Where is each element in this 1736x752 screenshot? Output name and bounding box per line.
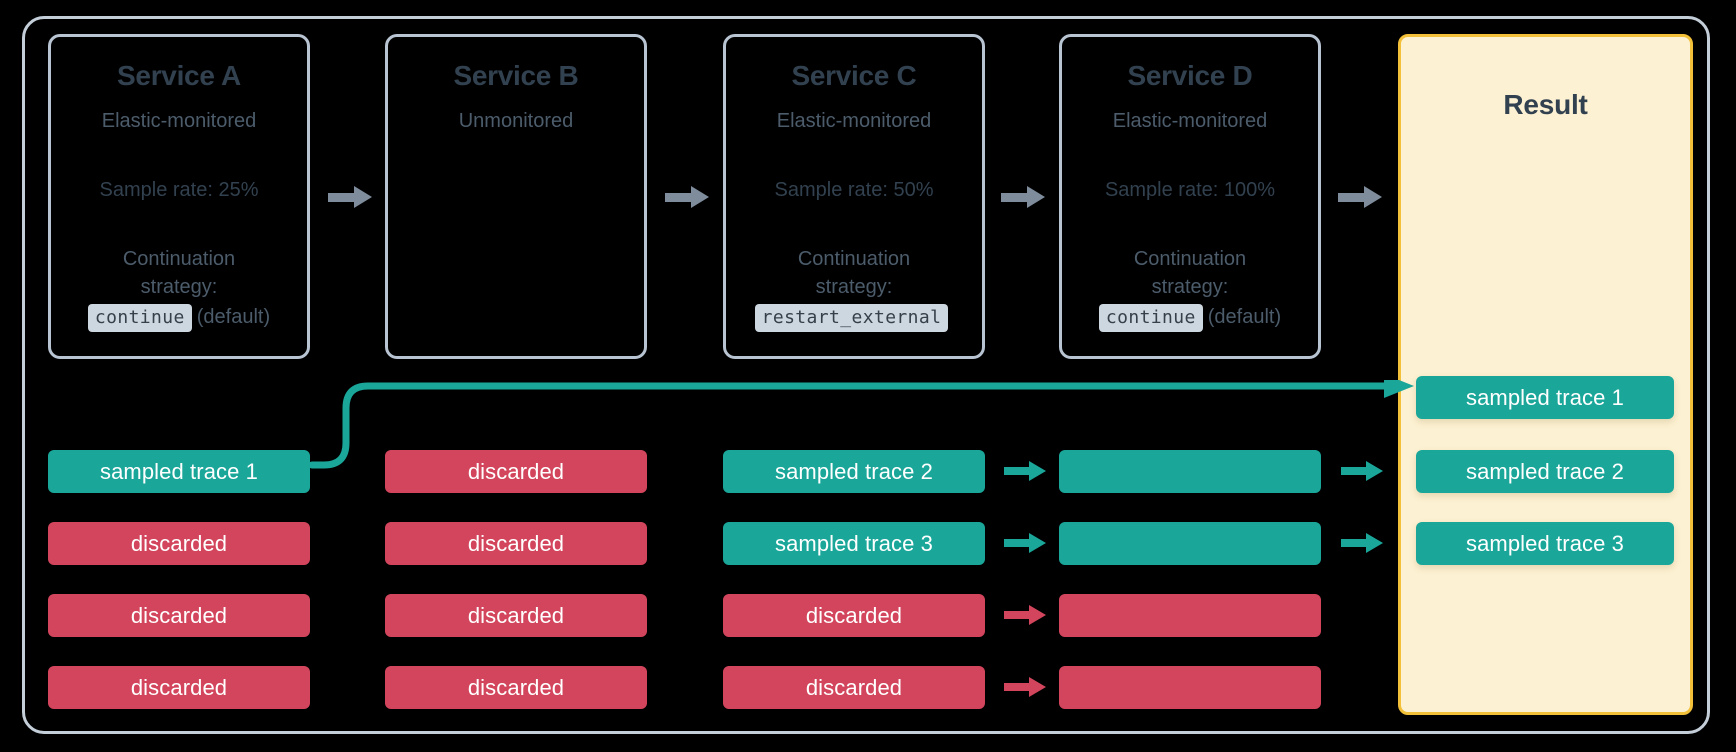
mini-arrow-d1-to-result2 <box>1341 461 1383 481</box>
arrow-head-icon <box>1029 605 1046 625</box>
service-c-strategy-value: restart_external <box>754 304 949 333</box>
service-c-monitoring: Elastic-monitored <box>776 109 932 132</box>
result-panel: Result <box>1398 34 1693 715</box>
trace-pill-a-3: discarded <box>48 594 310 637</box>
service-a-strategy: Continuation strategy: continue(default) <box>51 245 307 333</box>
arrow-shaft <box>665 193 693 202</box>
arrow-head-icon <box>1029 461 1046 481</box>
arrow-shaft <box>1004 611 1030 619</box>
service-a-strategy-label-1: Continuation <box>122 247 236 270</box>
arrow-shaft <box>1004 683 1030 691</box>
step-arrow-d-to-result <box>1338 186 1382 208</box>
trace-pill-b-4: discarded <box>385 666 647 709</box>
trace-pill-d-4 <box>1059 666 1321 709</box>
trace-pill-b-3: discarded <box>385 594 647 637</box>
arrow-head-icon <box>1029 533 1046 553</box>
service-b-title: Service B <box>453 60 579 91</box>
service-card-a: Service A Elastic-monitored Sample rate:… <box>48 34 310 359</box>
result-trace-pill-3: sampled trace 3 <box>1416 522 1674 565</box>
service-d-strategy-value: continue <box>1098 304 1203 333</box>
service-d-title: Service D <box>1127 60 1253 91</box>
mini-arrow-c3-to-d3 <box>1004 605 1046 625</box>
arrow-shaft <box>1338 193 1366 202</box>
arrow-head-icon <box>1366 533 1383 553</box>
trace-pill-a-4: discarded <box>48 666 310 709</box>
service-d-strategy-label-2: strategy: <box>1151 275 1229 298</box>
arrow-head-icon <box>1364 186 1382 208</box>
service-c-strategy-label-1: Continuation <box>797 247 911 270</box>
mini-arrow-c2-to-d2 <box>1004 533 1046 553</box>
trace-pill-d-1 <box>1059 450 1321 493</box>
step-arrow-b-to-c <box>665 186 709 208</box>
result-title: Result <box>1503 89 1588 120</box>
mini-arrow-d2-to-result3 <box>1341 533 1383 553</box>
service-c-strategy-label-2: strategy: <box>815 275 893 298</box>
trace-pill-b-2: discarded <box>385 522 647 565</box>
arrow-shaft <box>1001 193 1029 202</box>
arrow-head-icon <box>1029 677 1046 697</box>
service-d-strategy-note: (default) <box>1207 306 1282 329</box>
arrow-shaft <box>1004 467 1030 475</box>
arrow-shaft <box>328 193 356 202</box>
arrow-head-icon <box>1027 186 1045 208</box>
service-d-strategy-label-1: Continuation <box>1133 247 1247 270</box>
service-a-monitoring: Elastic-monitored <box>101 109 257 132</box>
mini-arrow-c1-to-d1 <box>1004 461 1046 481</box>
step-arrow-a-to-b <box>328 186 372 208</box>
result-trace-pill-2: sampled trace 2 <box>1416 450 1674 493</box>
trace-pill-d-3 <box>1059 594 1321 637</box>
service-a-title: Service A <box>117 60 241 91</box>
trace-pill-c-3: discarded <box>723 594 985 637</box>
service-card-b: Service B Unmonitored <box>385 34 647 359</box>
service-d-sample-rate: Sample rate: 100% <box>1104 178 1276 201</box>
arrow-head-icon <box>354 186 372 208</box>
service-d-monitoring: Elastic-monitored <box>1112 109 1268 132</box>
service-c-sample-rate: Sample rate: 50% <box>774 178 934 201</box>
trace-pill-a-1: sampled trace 1 <box>48 450 310 493</box>
service-a-strategy-label-2: strategy: <box>140 275 218 298</box>
service-b-monitoring: Unmonitored <box>458 109 574 132</box>
mini-arrow-c4-to-d4 <box>1004 677 1046 697</box>
result-trace-pill-1: sampled trace 1 <box>1416 376 1674 419</box>
service-d-strategy: Continuation strategy: continue(default) <box>1062 245 1318 333</box>
service-a-strategy-value: continue <box>87 304 192 333</box>
service-a-strategy-note: (default) <box>196 306 271 329</box>
trace-pill-c-2: sampled trace 3 <box>723 522 985 565</box>
trace-pill-c-1: sampled trace 2 <box>723 450 985 493</box>
service-c-title: Service C <box>791 60 917 91</box>
step-arrow-c-to-d <box>1001 186 1045 208</box>
trace-pill-c-4: discarded <box>723 666 985 709</box>
arrow-shaft <box>1341 539 1367 547</box>
service-a-sample-rate: Sample rate: 25% <box>99 178 259 201</box>
arrow-head-icon <box>691 186 709 208</box>
service-c-strategy: Continuation strategy: restart_external <box>726 245 982 333</box>
trace-pill-b-1: discarded <box>385 450 647 493</box>
service-card-d: Service D Elastic-monitored Sample rate:… <box>1059 34 1321 359</box>
trace-pill-a-2: discarded <box>48 522 310 565</box>
trace-pill-d-2 <box>1059 522 1321 565</box>
arrow-head-icon <box>1366 461 1383 481</box>
arrow-shaft <box>1341 467 1367 475</box>
service-card-c: Service C Elastic-monitored Sample rate:… <box>723 34 985 359</box>
arrow-shaft <box>1004 539 1030 547</box>
